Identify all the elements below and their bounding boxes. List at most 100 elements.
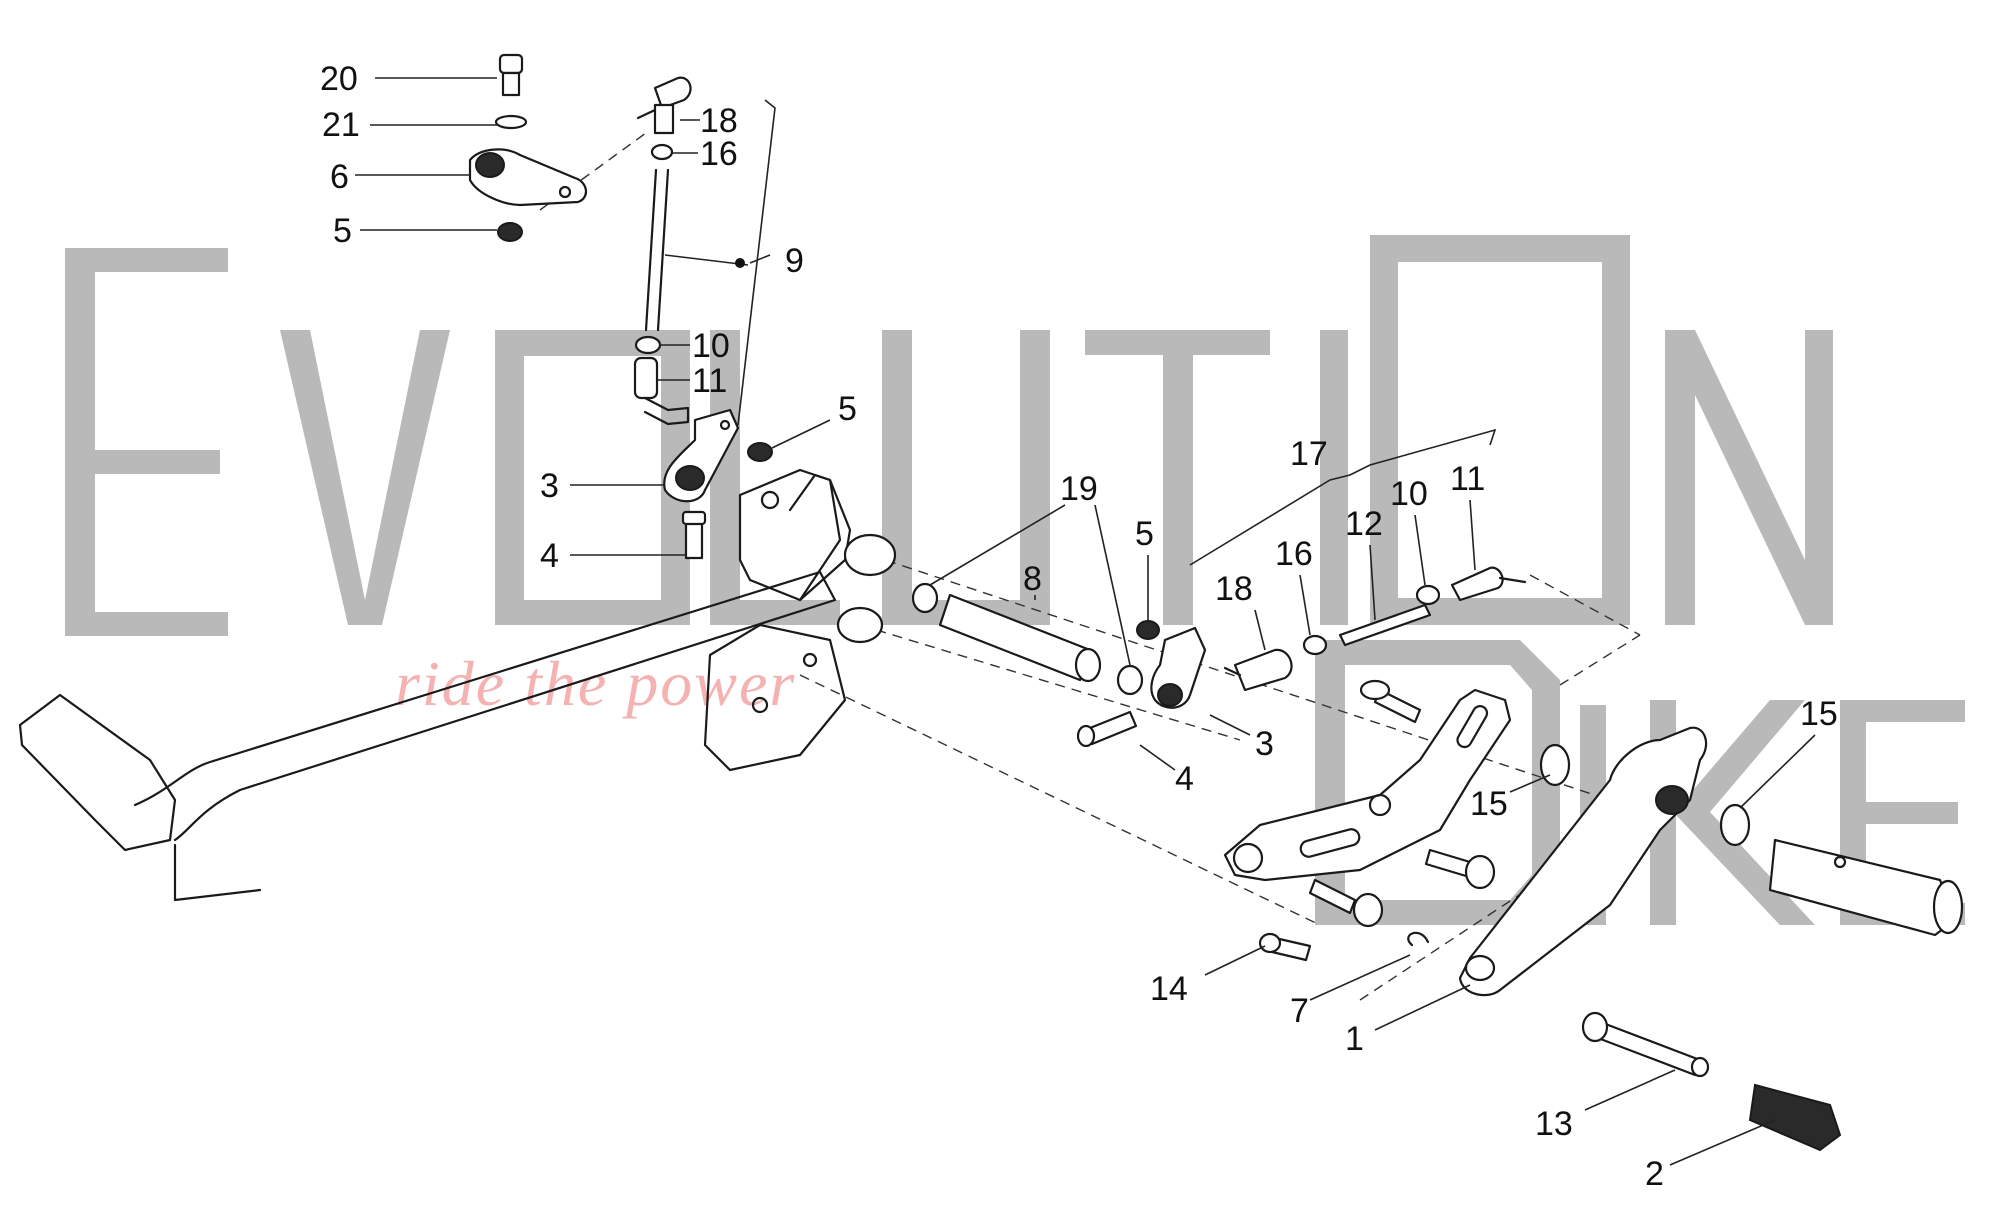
callout-11: 11: [1450, 460, 1485, 498]
shift-lever-tip-eye: [1464, 954, 1496, 982]
washer-21: [494, 114, 528, 130]
callout-8: 8: [1023, 560, 1042, 598]
leader-18b: [1254, 609, 1266, 651]
ball-joint-18-stud: [636, 108, 657, 120]
pin-13-tip: [1690, 1056, 1710, 1078]
callout-4: 4: [540, 537, 559, 575]
leader-9-dot: [735, 258, 745, 268]
upper-boss: [843, 533, 897, 577]
watermark: ride the power: [65, 235, 1965, 925]
bracket-17: [1189, 428, 1497, 566]
ball-joint-11b-stud: [1498, 576, 1527, 584]
callout-5: 5: [1135, 515, 1154, 553]
callout-15: 15: [1800, 695, 1838, 733]
ball-joint-18-body: [653, 103, 675, 135]
watermark-letter-u: [882, 330, 1050, 625]
leader-19b: [1094, 504, 1131, 666]
callout-1: 1: [1345, 1020, 1364, 1058]
rod-12: [1338, 603, 1432, 647]
nut-10-top: [634, 335, 662, 355]
lever-6-hole: [558, 185, 572, 199]
ball-joint-18-top: [653, 76, 692, 110]
leader-15b: [1509, 774, 1551, 793]
arm-3-upper-hole: [719, 419, 731, 431]
nut-10b: [1415, 584, 1441, 606]
dash-line: [1529, 574, 1641, 636]
plate-bolt-mid-head: [1464, 854, 1496, 890]
callout-4: 4: [1175, 760, 1194, 798]
ring-15b: [1719, 803, 1751, 847]
callout-6: 6: [330, 158, 349, 196]
callout-15: 15: [1470, 785, 1508, 823]
leader-9: [664, 254, 749, 266]
callout-5: 5: [838, 390, 857, 428]
watermark-letter-t: [1085, 330, 1270, 625]
rod-17-assembly: [1223, 566, 1527, 692]
plate-bolt-mid: [1424, 848, 1472, 878]
watermark-letter-big-o: [1370, 235, 1630, 625]
plate-bolt-low: [1308, 878, 1357, 915]
rod-9: [644, 168, 670, 332]
nut-5-right: [1136, 620, 1160, 640]
arm-3-lower-hub: [1157, 683, 1183, 707]
lever-6-hub: [475, 152, 505, 178]
callout-10: 10: [1390, 475, 1428, 513]
footrest-rail: [18, 570, 837, 902]
leader-12: [1369, 544, 1376, 621]
upper-linkage: [468, 53, 692, 426]
washer-19b: [1116, 664, 1144, 696]
bracket-hole: [760, 490, 780, 510]
ball-joint-18b-stud: [1223, 666, 1242, 677]
leader-3b: [1209, 714, 1251, 736]
callout-13: 13: [1535, 1105, 1573, 1143]
watermark-letter-n: [1665, 330, 1833, 625]
lower-bracket-plate: [703, 623, 847, 772]
dash-line: [1359, 844, 1596, 1001]
shift-lever-hub: [1655, 785, 1689, 815]
callout-16: 16: [1275, 535, 1313, 573]
watermark-letter-e: [65, 248, 228, 636]
ball-joint-11-stud: [643, 396, 690, 426]
rear-plate: [1223, 688, 1512, 882]
shift-lever-assembly: [1258, 726, 1964, 1152]
callout-21: 21: [322, 106, 360, 144]
lower-boss: [836, 606, 884, 644]
rear-plate-hole: [1232, 842, 1264, 874]
callout-labels: 20 21 6 5 18 16 9 10 11 5 3 4 19 8 5 17 …: [320, 60, 1838, 1193]
leader-13: [1584, 1069, 1676, 1111]
bracket-hole: [802, 652, 818, 668]
shaft-8: [938, 593, 1092, 682]
shift-lever-1: [1458, 726, 1708, 997]
callout-5: 5: [333, 212, 352, 250]
bolt-4-lower-head: [1076, 724, 1096, 748]
callout-18: 18: [1215, 570, 1253, 608]
leader-2: [1669, 1119, 1776, 1166]
callout-18: 18: [700, 102, 738, 140]
leader-14: [1204, 945, 1266, 976]
watermark-letter-o: [495, 330, 690, 625]
callout-11: 11: [692, 362, 727, 400]
leader-10b: [1414, 514, 1426, 586]
ball-joint-11b: [1450, 566, 1504, 602]
ball-joint-11-body: [633, 356, 659, 400]
rear-plate-hole: [1368, 793, 1392, 817]
footpeg-end: [1932, 879, 1964, 935]
leader-19a: [929, 504, 1066, 586]
leader-15a: [1739, 734, 1816, 809]
plate-bolt-upper-head: [1359, 679, 1391, 701]
plate-bolt-low-head: [1352, 892, 1384, 928]
rubber-2: [1748, 1083, 1842, 1152]
callout-19: 19: [1060, 470, 1098, 508]
main-bracket: [703, 468, 897, 772]
washer-19a: [911, 582, 939, 614]
callout-2: 2: [1645, 1155, 1664, 1193]
bolt-4-upper: [684, 518, 704, 560]
callout-16: 16: [700, 135, 738, 173]
bracket-9: [737, 99, 776, 426]
upper-bracket-plate: [738, 468, 842, 602]
bolt-4-upper-head: [681, 510, 707, 526]
clip-7: [1407, 931, 1430, 947]
callout-17: 17: [1290, 435, 1328, 473]
watermark-letter-k: [1650, 700, 1815, 925]
